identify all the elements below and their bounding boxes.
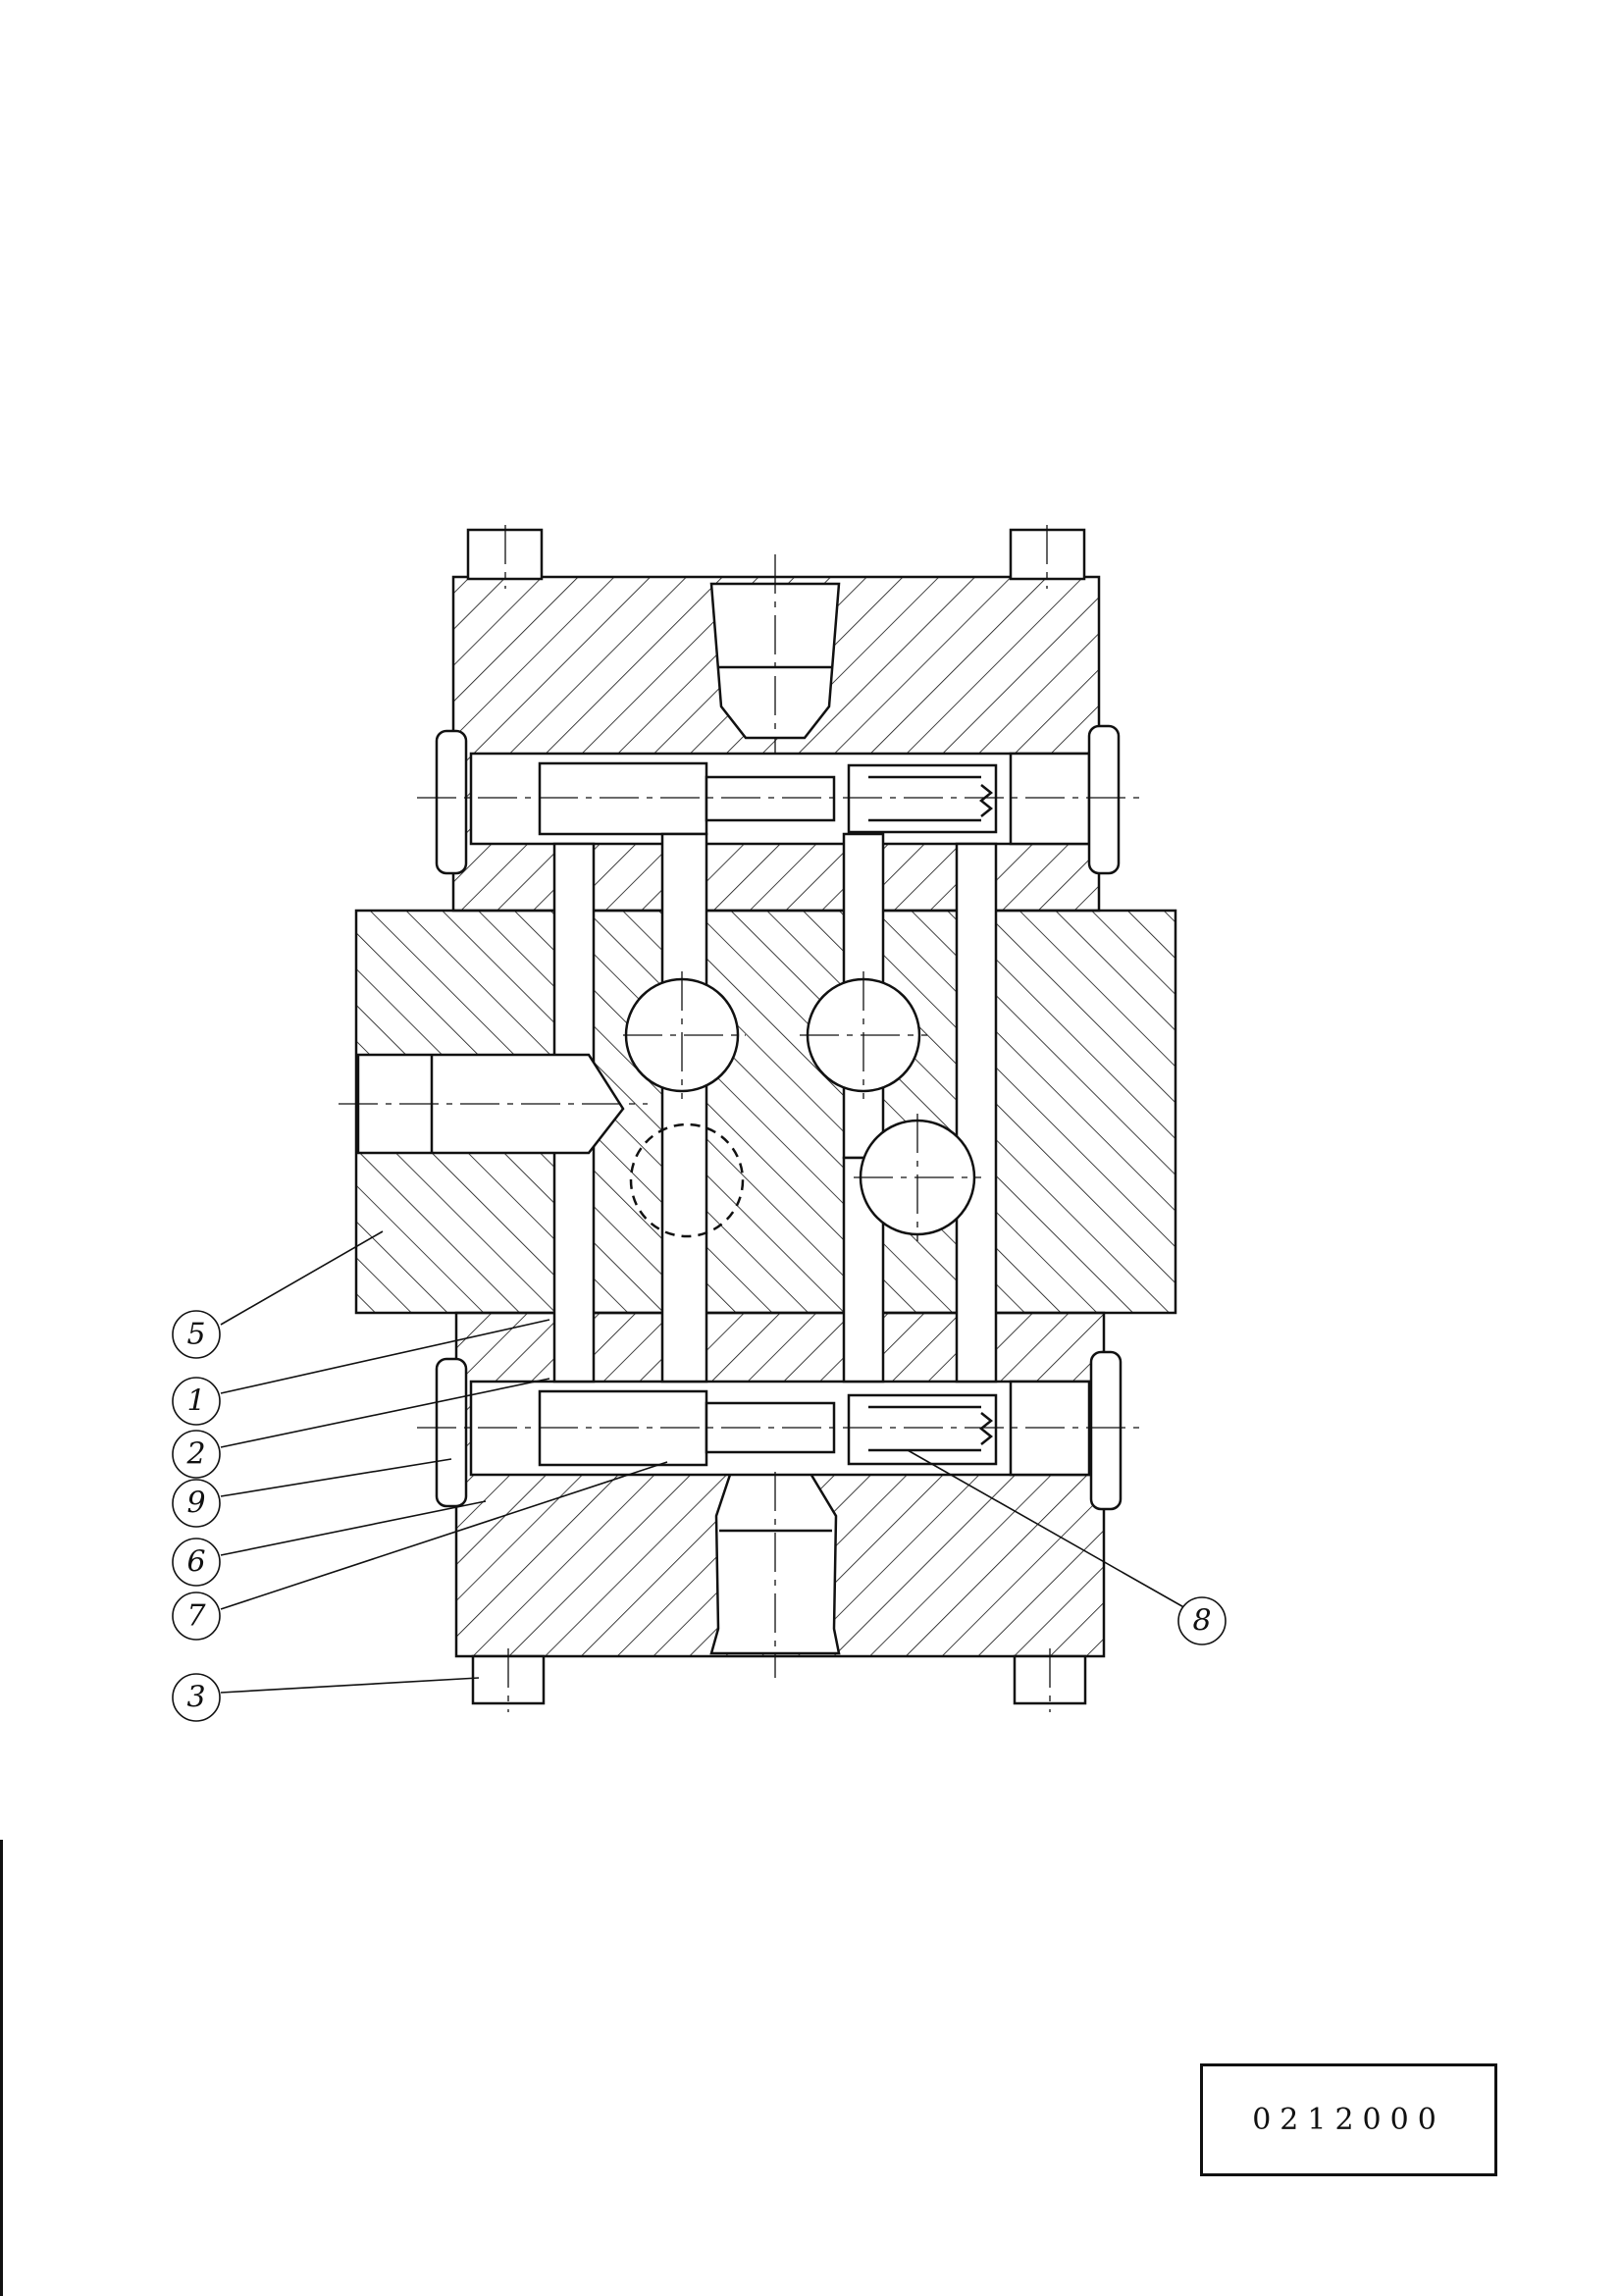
- part-label-3: 3: [186, 1681, 205, 1715]
- label-circle-6: [172, 1538, 221, 1587]
- drawing-number-box: 0212000: [1200, 2063, 1497, 2176]
- top-port: [709, 582, 841, 740]
- bottom-left-cap: [435, 1357, 468, 1508]
- part-label-9: 9: [186, 1487, 205, 1521]
- label-circle-9: [172, 1479, 221, 1528]
- label-circle-2: [172, 1430, 221, 1479]
- scan-edge-rule: [0, 1840, 3, 2296]
- part-label-1: 1: [186, 1384, 205, 1419]
- channel-2: [660, 832, 708, 1383]
- label-circle-1: [172, 1377, 221, 1426]
- label-circle-3: [172, 1673, 221, 1722]
- part-label-2: 2: [185, 1437, 205, 1472]
- part-label-7: 7: [186, 1599, 206, 1634]
- label-circle-8: [1177, 1596, 1227, 1645]
- drawing-number: 0212000: [1252, 2103, 1445, 2137]
- part-label-6: 6: [186, 1545, 205, 1580]
- label-circle-5: [172, 1310, 221, 1359]
- hidden-ball: [629, 1122, 745, 1238]
- top-left-cap: [435, 729, 468, 875]
- part-label-5: 5: [186, 1318, 205, 1352]
- channel-4: [955, 842, 998, 1383]
- bottom-right-cap: [1089, 1350, 1123, 1511]
- label-circle-7: [172, 1592, 221, 1641]
- part-label-8: 8: [1192, 1604, 1211, 1639]
- top-right-cap: [1087, 724, 1121, 875]
